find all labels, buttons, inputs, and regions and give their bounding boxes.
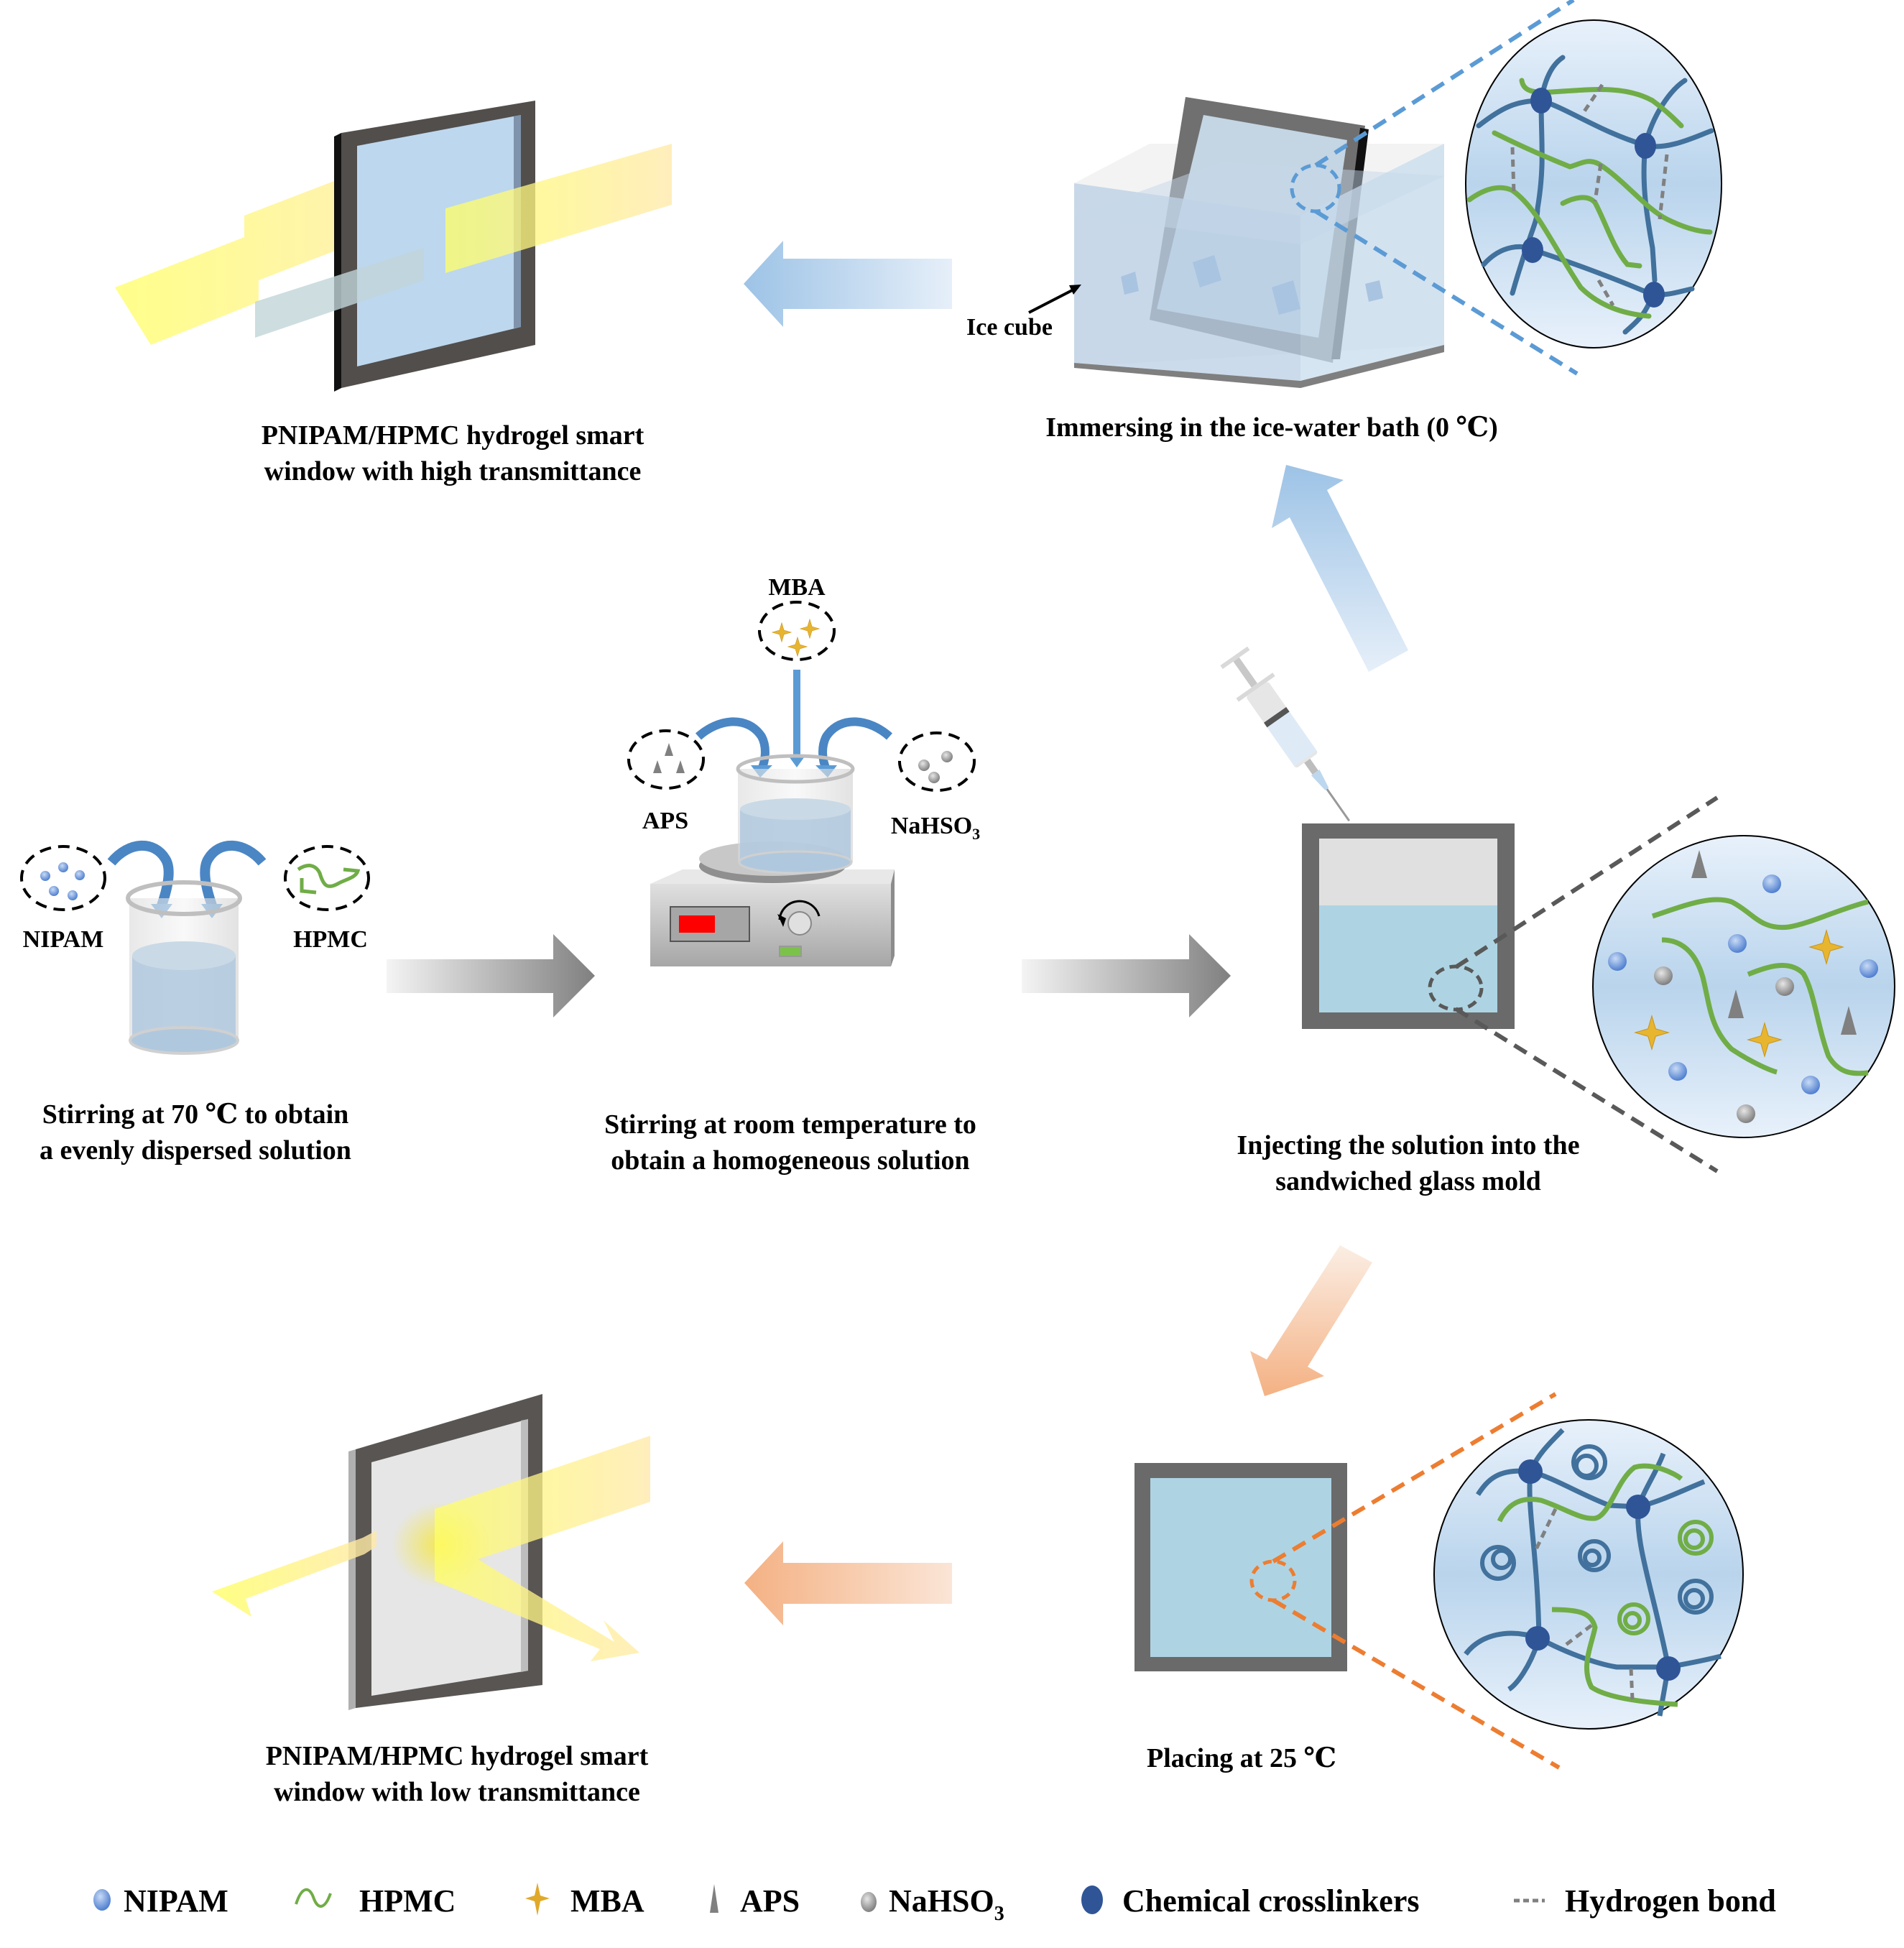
power-switch xyxy=(779,946,802,957)
hpmc-label: HPMC xyxy=(293,926,368,953)
blue-sphere-icon xyxy=(93,1889,111,1911)
nipam-label: NIPAM xyxy=(23,926,104,953)
legend-item-aps: APS xyxy=(710,1883,800,1919)
svg-text:HPMC: HPMC xyxy=(359,1883,456,1919)
legend-item-chemical-crosslinkers: Chemical crosslinkers xyxy=(1081,1883,1420,1919)
warm-state-network-zoom xyxy=(1433,1419,1744,1730)
caption-step2-line1: Stirring at room temperature to xyxy=(604,1109,976,1140)
flow-arrow-step1-to-step2 xyxy=(387,934,595,1017)
mba-label: MBA xyxy=(768,574,826,601)
caption-ice-water-bath: Immersing in the ice-water bath (0 ℃) xyxy=(1045,412,1498,443)
step1-beaker-illustration xyxy=(20,840,370,1055)
mold-solution xyxy=(1319,905,1497,1012)
gray-sphere-icon xyxy=(861,1892,877,1912)
legend-item-hpmc: HPMC xyxy=(295,1883,456,1919)
ice-cube-pointer-arrow xyxy=(1028,286,1078,314)
flow-arrow-warm-to-result xyxy=(744,1541,952,1625)
flow-arrow-mold-to-ice-bath xyxy=(1272,465,1408,672)
cold-state-network-zoom xyxy=(1465,19,1722,348)
legend-item-mba: MBA xyxy=(525,1883,644,1919)
legend-item-nahso3: NaHSO3 xyxy=(861,1883,1004,1925)
gold-star-icon xyxy=(525,1883,550,1916)
caption-placing-25c: Placing at 25 ℃ xyxy=(1147,1743,1336,1773)
svg-text:Chemical crosslinkers: Chemical crosslinkers xyxy=(1122,1883,1420,1919)
caption-step3-line2: sandwiched glass mold xyxy=(1275,1166,1541,1196)
step2-magnetic-stirrer-illustration xyxy=(627,601,976,966)
nahso3-label: NaHSO3 xyxy=(891,813,980,843)
caption-low-transmittance-line2: window with low transmittance xyxy=(274,1777,640,1807)
stirrer-display xyxy=(679,915,715,933)
svg-text:NaHSO3: NaHSO3 xyxy=(889,1883,1004,1925)
flow-arrow-step2-to-step3 xyxy=(1022,934,1231,1017)
light-beam-arrow-scattered xyxy=(435,1436,650,1661)
ice-water-bath-illustration xyxy=(1074,0,1579,388)
aps-reagent-circle xyxy=(627,729,705,790)
caption-step1-line2: a evenly dispersed solution xyxy=(40,1135,351,1165)
gray-triangle-icon xyxy=(710,1884,718,1913)
precursor-solution-zoom xyxy=(1592,835,1895,1138)
svg-text:APS: APS xyxy=(740,1883,800,1919)
warm-mold-illustration xyxy=(1134,1392,1561,1770)
legend-item-hydrogen-bond: Hydrogen bond xyxy=(1514,1883,1776,1919)
flow-arrow-cold-to-result xyxy=(744,241,952,327)
legend: NIPAM HPMC MBA APS NaHSO3 Chemical cross… xyxy=(93,1883,1776,1925)
mba-reagent-circle xyxy=(758,601,836,661)
caption-step3-line1: Injecting the solution into the xyxy=(1237,1130,1579,1160)
caption-step1-line1: Stirring at 70 ℃ to obtain xyxy=(42,1099,349,1130)
ice-cube-label: Ice cube xyxy=(966,314,1053,341)
window-glass-clear xyxy=(357,115,521,366)
caption-step2-line2: obtain a homogeneous solution xyxy=(611,1145,969,1176)
stirrer-knob xyxy=(787,911,812,936)
hpmc-reagent-circle xyxy=(284,845,370,911)
high-transmittance-window-illustration xyxy=(115,101,672,392)
caption-high-transmittance-line2: window with high transmittance xyxy=(264,456,642,486)
nipam-reagent-circle xyxy=(20,845,106,911)
svg-text:Hydrogen bond: Hydrogen bond xyxy=(1565,1883,1776,1919)
svg-text:NIPAM: NIPAM xyxy=(124,1883,228,1919)
aps-label: APS xyxy=(642,808,688,834)
green-wave-icon xyxy=(295,1888,332,1908)
light-beam-arrow-transmitted-weak xyxy=(212,1531,376,1617)
step3-syringe-mold-illustration xyxy=(1220,646,1719,1173)
navy-dot-icon xyxy=(1081,1885,1103,1914)
legend-item-nipam: NIPAM xyxy=(93,1883,228,1919)
low-transmittance-window-illustration xyxy=(212,1394,650,1710)
nahso3-reagent-circle xyxy=(898,731,976,792)
svg-text:MBA: MBA xyxy=(570,1883,644,1919)
caption-high-transmittance-line1: PNIPAM/HPMC hydrogel smart xyxy=(262,420,644,451)
flow-arrow-mold-to-warm xyxy=(1250,1245,1372,1396)
caption-low-transmittance-line1: PNIPAM/HPMC hydrogel smart xyxy=(266,1741,649,1771)
